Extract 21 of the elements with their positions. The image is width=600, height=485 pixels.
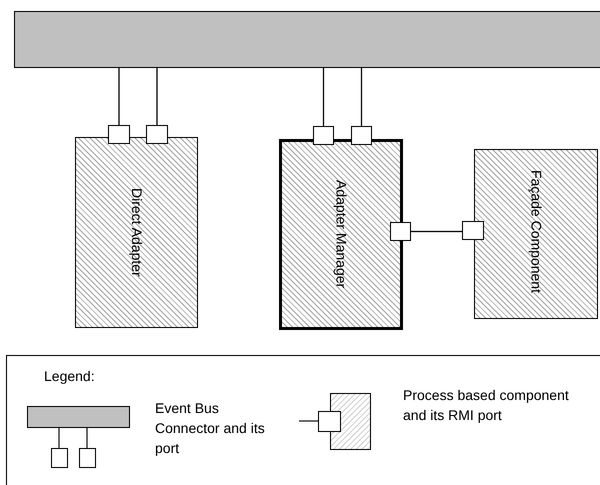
event-bus-bar <box>14 11 600 68</box>
legend-text: Process based component and its RMI port <box>403 386 570 425</box>
connector-line <box>411 230 462 232</box>
port-square <box>390 222 411 241</box>
component-label: Direct Adapter <box>128 188 145 277</box>
legend-text: Event Bus Connector and its port <box>155 399 266 458</box>
port-square <box>108 125 130 144</box>
connector-line <box>156 68 158 125</box>
component-box <box>75 137 198 328</box>
port-square <box>313 126 334 145</box>
connector-line <box>360 68 362 126</box>
port-square <box>351 126 372 145</box>
component-box <box>474 149 598 319</box>
port-square <box>146 125 168 144</box>
connector-line <box>322 68 324 126</box>
component-box <box>279 139 403 330</box>
port-square <box>462 221 484 240</box>
component-label: Adapter Manager <box>332 180 350 289</box>
legend-heading: Legend: <box>44 367 95 386</box>
component-label: Façade Component <box>528 170 544 293</box>
connector-line <box>118 68 120 125</box>
